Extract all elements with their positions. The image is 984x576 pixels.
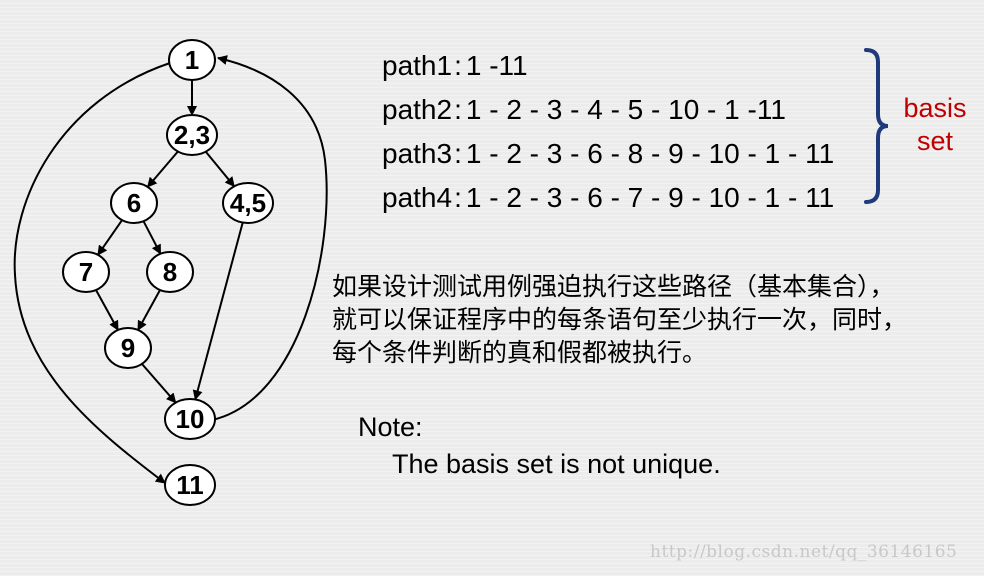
path-colon: : bbox=[454, 182, 462, 213]
node-label: 8 bbox=[163, 257, 177, 287]
description-line: 就可以保证程序中的每条语句至少执行一次，同时， bbox=[332, 305, 908, 334]
node-circle bbox=[168, 39, 216, 81]
node-45: 4,5 bbox=[222, 182, 274, 224]
path-sequence: 1 - 2 - 3 - 6 - 7 - 9 - 10 - 1 - 11 bbox=[465, 182, 835, 213]
basis-bracket bbox=[864, 48, 889, 204]
edge-6-to-7 bbox=[97, 219, 123, 256]
node-label: 7 bbox=[79, 257, 93, 287]
node-7: 7 bbox=[62, 251, 110, 293]
graph-nodes: 1 2,3 6 4,5 7 8 9 10 11 bbox=[62, 39, 274, 506]
path-sequence: 1 -11 bbox=[465, 50, 528, 81]
node-23: 2,3 bbox=[166, 114, 218, 156]
node-circle bbox=[146, 251, 194, 293]
node-label: 9 bbox=[121, 333, 135, 363]
node-circle bbox=[222, 182, 274, 224]
node-circle bbox=[166, 114, 218, 156]
path-name: path1 bbox=[382, 50, 453, 81]
basis-set-label: basis set bbox=[898, 92, 972, 158]
node-circle bbox=[164, 398, 216, 440]
basis-label-line1: basis bbox=[903, 93, 967, 123]
description-line: 每个条件判断的真和假都被执行。 bbox=[332, 338, 708, 367]
node-label: 11 bbox=[176, 470, 204, 500]
node-6: 6 bbox=[110, 182, 158, 224]
edge-10-to-1 bbox=[211, 55, 328, 421]
path-name: path4 bbox=[382, 182, 453, 213]
path-sequence: 1 - 2 - 3 - 4 - 5 - 10 - 1 -11 bbox=[465, 94, 786, 125]
path-name: path2 bbox=[382, 94, 453, 125]
graph-edges bbox=[13, 55, 328, 484]
control-flow-graph: 1 2,3 6 4,5 7 8 9 10 11 bbox=[13, 39, 328, 506]
path-sequence: 1 - 2 - 3 - 6 - 8 - 9 - 10 - 1 - 11 bbox=[465, 138, 835, 169]
edge-8-to-9 bbox=[137, 289, 161, 331]
edge-45-to-10 bbox=[192, 222, 244, 401]
node-circle bbox=[164, 464, 216, 506]
node-10: 10 bbox=[164, 398, 216, 440]
basis-label-line2: set bbox=[916, 126, 954, 156]
path-colon: : bbox=[454, 50, 462, 81]
edge-23-to-6 bbox=[146, 150, 179, 188]
path-name: path3 bbox=[382, 138, 453, 169]
node-circle bbox=[110, 182, 158, 224]
edge-9-to-10 bbox=[141, 363, 177, 404]
edge-23-to-45 bbox=[205, 151, 235, 188]
node-9: 9 bbox=[104, 327, 152, 369]
path-colon: : bbox=[454, 94, 462, 125]
node-label: 1 bbox=[185, 45, 199, 75]
path-colon: : bbox=[454, 138, 462, 169]
note-body: The basis set is not unique. bbox=[392, 449, 721, 479]
note-title: Note: bbox=[358, 412, 423, 442]
node-label: 2,3 bbox=[174, 120, 210, 150]
path-row-1: path1:1 -11 bbox=[382, 50, 528, 82]
edge-7-to-9 bbox=[95, 289, 119, 331]
node-1: 1 bbox=[168, 39, 216, 81]
edge-1-to-11 bbox=[13, 62, 171, 484]
path-row-4: path4:1 - 2 - 3 - 6 - 7 - 9 - 10 - 1 - 1… bbox=[382, 182, 834, 214]
description-text: 如果设计测试用例强迫执行这些路径（基本集合）， 就可以保证程序中的每条语句至少执… bbox=[332, 270, 907, 369]
node-8: 8 bbox=[146, 251, 194, 293]
description-line: 如果设计测试用例强迫执行这些路径（基本集合）， bbox=[332, 272, 895, 301]
path-row-2: path2:1 - 2 - 3 - 4 - 5 - 10 - 1 -11 bbox=[382, 94, 786, 126]
watermark: http://blog.csdn.net/qq_36146165 bbox=[650, 542, 958, 562]
node-circle bbox=[104, 327, 152, 369]
node-11: 11 bbox=[164, 464, 216, 506]
node-label: 6 bbox=[127, 188, 141, 218]
node-circle bbox=[62, 251, 110, 293]
path-row-3: path3:1 - 2 - 3 - 6 - 8 - 9 - 10 - 1 - 1… bbox=[382, 138, 834, 170]
edge-6-to-8 bbox=[142, 220, 162, 255]
node-label: 10 bbox=[176, 404, 205, 434]
node-label: 4,5 bbox=[230, 188, 266, 218]
